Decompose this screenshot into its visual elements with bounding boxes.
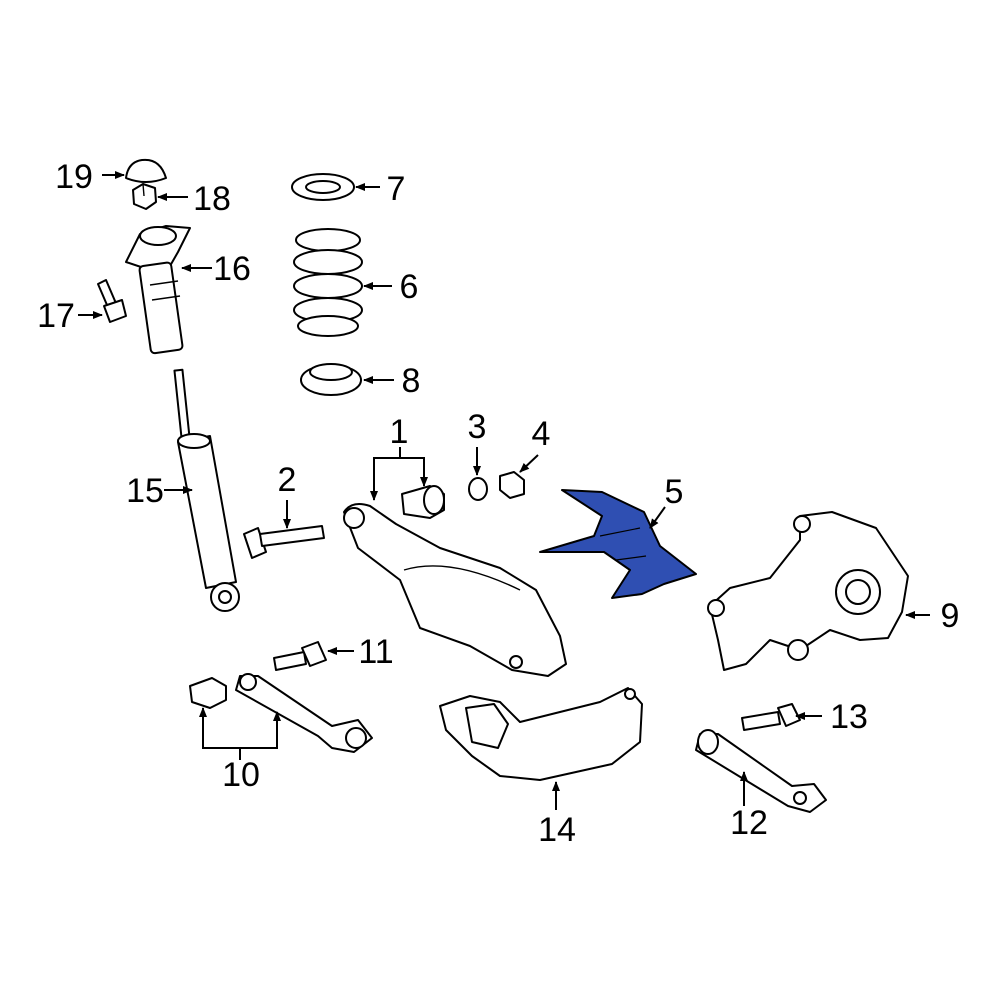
part-18-nut[interactable]	[132, 183, 157, 210]
part-7-upper-seat[interactable]	[291, 173, 355, 201]
callout-12: 12	[730, 804, 768, 842]
callout-16: 16	[213, 250, 251, 288]
part-14-trailing-arm[interactable]	[439, 687, 643, 781]
callout-1: 1	[390, 413, 409, 451]
callout-17: 17	[37, 297, 75, 335]
callout-10: 10	[222, 756, 260, 794]
part-10-link-arm[interactable]	[235, 673, 373, 753]
part-11-bolt[interactable]	[273, 641, 327, 671]
part-12-toe-link[interactable]	[695, 729, 827, 813]
part-10-bushing[interactable]	[189, 677, 227, 709]
callout-13: 13	[830, 698, 868, 736]
callout-8: 8	[402, 362, 421, 400]
callout-9: 9	[941, 597, 960, 635]
callout-3: 3	[468, 408, 487, 446]
callout-2: 2	[278, 461, 297, 499]
part-16-upper-mount[interactable]	[125, 225, 191, 355]
part-1-lower-arm[interactable]	[343, 503, 567, 677]
part-5-shield[interactable]	[539, 489, 697, 599]
callout-19: 19	[55, 158, 93, 196]
part-15-shock[interactable]	[173, 368, 240, 612]
callout-4: 4	[532, 415, 551, 453]
callout-6: 6	[400, 268, 419, 306]
part-3-washer[interactable]	[468, 477, 488, 501]
callout-15: 15	[126, 472, 164, 510]
leader-lines	[78, 171, 930, 810]
part-13-bolt[interactable]	[741, 703, 801, 731]
callout-11: 11	[358, 633, 393, 671]
part-6-coil-spring[interactable]	[293, 228, 363, 337]
callout-7: 7	[387, 170, 406, 208]
part-8-lower-seat[interactable]	[300, 363, 362, 396]
part-2-bolt[interactable]	[243, 525, 325, 559]
part-19-cap[interactable]	[125, 158, 167, 183]
callout-5: 5	[665, 473, 684, 511]
part-1-bushing[interactable]	[401, 485, 445, 519]
part-4-nut[interactable]	[499, 471, 525, 499]
callout-14: 14	[538, 811, 576, 849]
part-9-knuckle[interactable]	[707, 511, 909, 671]
part-17-bolt[interactable]	[97, 279, 127, 323]
callout-18: 18	[193, 180, 231, 218]
